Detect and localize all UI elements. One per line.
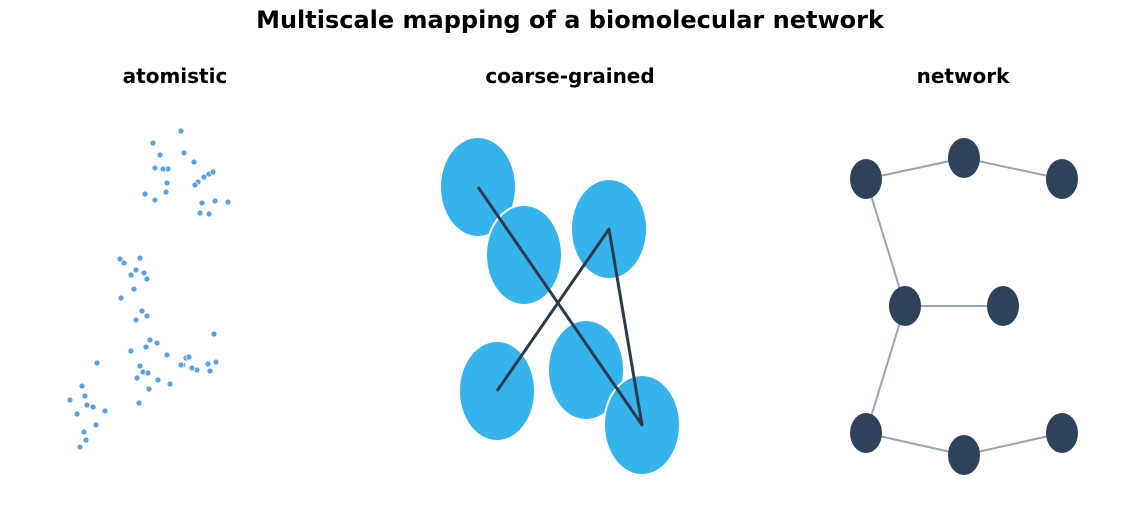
atom — [136, 362, 144, 370]
panel-title-atomistic: atomistic — [122, 64, 228, 88]
atom — [92, 421, 100, 429]
atom — [211, 197, 219, 205]
atom — [89, 403, 97, 411]
atom — [143, 312, 151, 320]
atom — [141, 190, 149, 198]
atom — [180, 149, 188, 157]
network-node — [1046, 159, 1078, 199]
atom — [83, 401, 91, 409]
atom — [188, 364, 196, 372]
atom — [190, 158, 198, 166]
network-node — [1046, 413, 1078, 453]
atom — [93, 359, 101, 367]
atom — [73, 410, 81, 418]
figure-title: Multiscale mapping of a biomolecular net… — [256, 6, 884, 34]
panel-title-network: network — [916, 64, 1010, 88]
atom — [144, 369, 152, 377]
atom — [136, 254, 144, 262]
atom — [116, 255, 124, 263]
atom — [149, 139, 157, 147]
atom — [212, 358, 220, 366]
atom — [127, 347, 135, 355]
atom — [82, 436, 90, 444]
atom — [166, 380, 174, 388]
atom — [151, 164, 159, 172]
atom — [154, 376, 162, 384]
atom — [81, 392, 89, 400]
atom — [162, 188, 170, 196]
atom — [127, 271, 135, 279]
atom — [142, 343, 150, 351]
network-node — [948, 138, 980, 178]
atom — [224, 198, 232, 206]
panel-title-coarse-grained: coarse-grained — [485, 64, 655, 88]
atom — [177, 127, 185, 135]
network-edge — [865, 157, 965, 180]
atom — [210, 330, 218, 338]
atom — [177, 361, 185, 369]
network-edge — [865, 305, 906, 434]
atom — [191, 181, 199, 189]
network-node — [850, 413, 882, 453]
atom — [159, 165, 167, 173]
atom — [205, 210, 213, 218]
atom — [163, 351, 171, 359]
network-node — [948, 435, 980, 475]
atom — [196, 209, 204, 217]
atom — [200, 173, 208, 181]
atom — [101, 407, 109, 415]
network-node — [987, 286, 1019, 326]
atom — [130, 285, 138, 293]
atomistic-panel — [66, 127, 232, 451]
backbone-path — [476, 186, 644, 427]
atom — [120, 259, 128, 267]
atom — [151, 196, 159, 204]
network-node — [850, 159, 882, 199]
atom — [135, 399, 143, 407]
atom — [132, 316, 140, 324]
atom — [138, 307, 146, 315]
network-edge — [865, 432, 965, 456]
atom — [140, 269, 148, 277]
atom — [78, 382, 86, 390]
network-edge — [865, 178, 906, 307]
atom — [206, 367, 214, 375]
atom — [198, 199, 206, 207]
network-panel — [850, 138, 1078, 475]
bead — [547, 319, 625, 421]
atom — [145, 385, 153, 393]
atom — [204, 360, 212, 368]
network-edge — [963, 157, 1063, 180]
atom — [209, 168, 217, 176]
atom — [146, 336, 154, 344]
network-edge — [963, 432, 1063, 456]
atom — [117, 294, 125, 302]
atom — [133, 374, 141, 382]
network-node — [889, 286, 921, 326]
atom — [143, 275, 151, 283]
atom — [185, 353, 193, 361]
atom — [156, 151, 164, 159]
atom — [132, 266, 140, 274]
atom — [66, 396, 74, 404]
atom — [80, 428, 88, 436]
atom — [163, 179, 171, 187]
atom — [76, 443, 84, 451]
atom — [153, 339, 161, 347]
coarse-grained-panel — [439, 136, 681, 476]
